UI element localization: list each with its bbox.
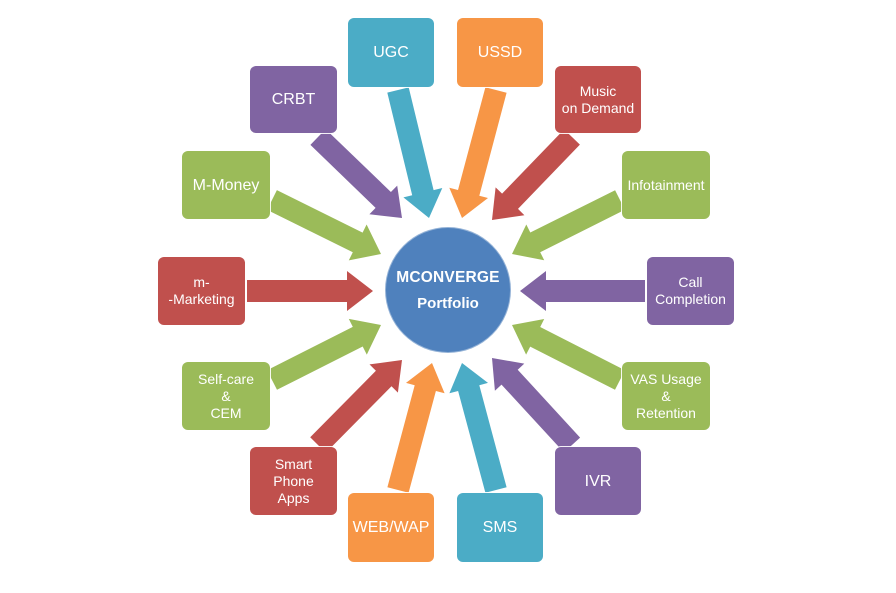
arrow-sms [449,363,507,493]
node-web-wap: WEB/WAP [348,493,434,562]
node-ugc: UGC [348,18,434,87]
arrow-music-on-demand [492,129,580,220]
node-m-money: M-Money [182,151,270,219]
arrow-crbt [310,129,402,218]
arrow-call-completion [520,271,645,311]
node-ivr: IVR [555,447,641,515]
arrow-vas-usage-retention [512,319,625,390]
node-sms: SMS [457,493,543,562]
arrow-m-marketing [247,271,373,311]
node-infotainment: Infotainment [622,151,710,219]
arrow-m-money [267,190,381,261]
arrow-web-wap [387,363,445,493]
arrow-self-care-cem [267,318,381,390]
node-self-care-cem: Self-care & CEM [182,362,270,430]
node-vas-usage-retention: VAS Usage & Retention [622,362,710,430]
node-call-completion: Call Completion [647,257,734,325]
node-music-on-demand: Music on Demand [555,66,641,133]
hub-title: MCONVERGE [396,268,500,286]
arrow-smart-phone-apps [310,360,402,453]
arrow-ivr [492,358,581,453]
hub-subtitle: Portfolio [417,294,479,312]
node-crbt: CRBT [250,66,337,133]
arrow-infotainment [512,190,625,261]
node-ussd: USSD [457,18,543,87]
node-smart-phone-apps: Smart Phone Apps [250,447,337,515]
arrow-ussd [449,87,507,218]
hub-circle: MCONVERGE Portfolio [386,228,510,352]
arrow-ugc [387,87,443,219]
node-m-marketing: m- -Marketing [158,257,245,325]
